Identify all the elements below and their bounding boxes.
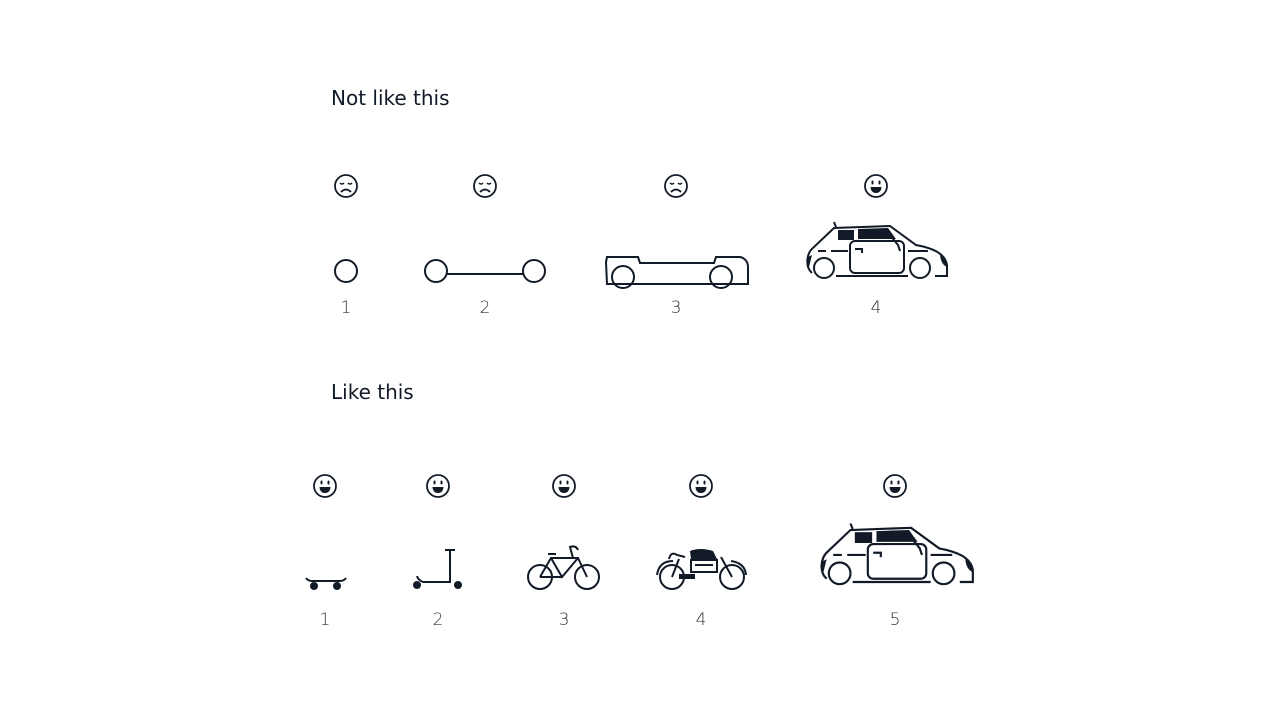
wheel-icon bbox=[334, 259, 358, 283]
step-number: 2 bbox=[432, 610, 444, 630]
car-icon bbox=[818, 522, 975, 590]
sad-face-icon bbox=[663, 173, 689, 199]
step-number: 1 bbox=[340, 298, 352, 318]
step-number: 4 bbox=[870, 298, 882, 318]
section-title-like-this: Like this bbox=[331, 380, 414, 404]
happy-face-icon bbox=[551, 473, 577, 499]
happy-face-icon bbox=[863, 173, 889, 199]
car-icon bbox=[804, 221, 949, 283]
bicycle-icon bbox=[527, 545, 600, 590]
scooter-icon bbox=[413, 549, 462, 589]
happy-face-icon bbox=[688, 473, 714, 499]
step-number: 3 bbox=[670, 298, 682, 318]
sad-face-icon bbox=[333, 173, 359, 199]
step-number: 4 bbox=[695, 610, 707, 630]
skateboard-icon bbox=[305, 577, 347, 590]
happy-face-icon bbox=[312, 473, 338, 499]
happy-face-icon bbox=[882, 473, 908, 499]
happy-face-icon bbox=[425, 473, 451, 499]
step-number: 5 bbox=[889, 610, 901, 630]
step-number: 1 bbox=[319, 610, 331, 630]
car-chassis-icon bbox=[604, 256, 749, 289]
step-number: 2 bbox=[479, 298, 491, 318]
axle-icon bbox=[424, 259, 546, 283]
sad-face-icon bbox=[472, 173, 498, 199]
section-title-not-like-this: Not like this bbox=[331, 86, 450, 110]
step-number: 3 bbox=[558, 610, 570, 630]
motorcycle-icon bbox=[656, 549, 747, 590]
